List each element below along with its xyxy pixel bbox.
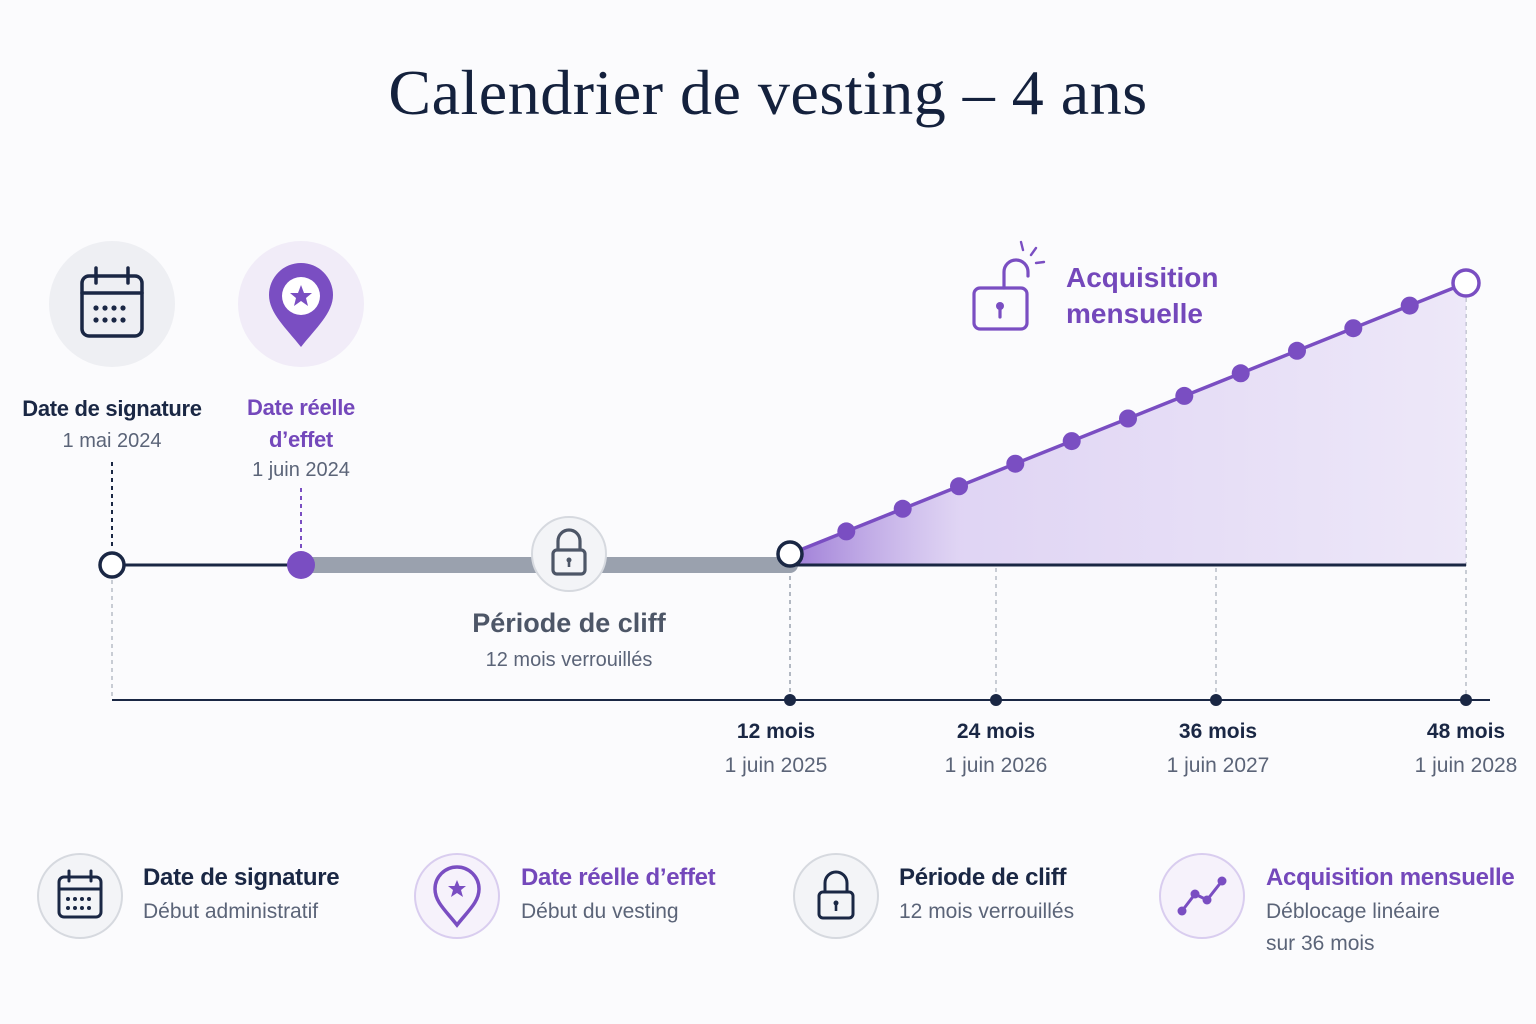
tick-months: 24 mois (956, 720, 1036, 743)
cliff-end-node (776, 540, 804, 568)
effective-title-line2: d’effet (269, 427, 333, 452)
legend-item-cliff: Période de cliff 12 mois verrouillés (899, 864, 1149, 928)
tick-dot-12 (784, 694, 796, 706)
vesting-point (1175, 386, 1194, 405)
tick-label-12: 12 mois 1 juin 2025 (696, 720, 856, 778)
tick-dot-48 (1460, 694, 1472, 706)
vesting-point (950, 477, 968, 496)
legend-sub-2: sur 36 mois (1266, 932, 1375, 955)
legend-item-acquisition: Acquisition mensuelle Déblocage linéaire… (1266, 864, 1526, 960)
vesting-point (1006, 454, 1025, 473)
cliff-label: Période de cliff 12 mois verrouillés (419, 608, 719, 672)
lock-icon (551, 528, 587, 576)
legend-item-signature: Date de signature Début administratif (143, 864, 393, 928)
cliff-lock-badge (531, 516, 607, 592)
legend-sub: Début administratif (143, 900, 319, 923)
legend-title: Date de signature (143, 864, 340, 891)
cliff-title: Période de cliff (472, 608, 666, 638)
vesting-point (893, 499, 912, 518)
acquisition-title-line1: Acquisition (1066, 262, 1219, 293)
tick-date: 1 juin 2027 (1166, 754, 1270, 777)
legend-title: Acquisition mensuelle (1266, 864, 1515, 891)
tick-dot-24 (990, 694, 1002, 706)
signature-icon-bg (49, 241, 175, 367)
signature-date: 1 mai 2024 (62, 430, 162, 452)
cliff-subtitle: 12 mois verrouillés (485, 649, 653, 671)
page-title: Calendrier de vesting – 4 ans (388, 57, 1148, 128)
tick-date: 1 juin 2025 (724, 754, 828, 777)
effective-date: 1 juin 2024 (252, 459, 350, 481)
legend-title: Période de cliff (899, 864, 1067, 891)
vesting-point (1400, 296, 1419, 315)
signature-title: Date de signature (22, 396, 202, 421)
tick-months: 48 mois (1426, 720, 1506, 743)
map-pin-star-icon (433, 865, 481, 928)
vesting-point (1119, 409, 1137, 428)
vesting-point (1288, 341, 1306, 360)
tick-dot-36 (1210, 694, 1222, 706)
legend-sub: 12 mois verrouillés (899, 900, 1075, 923)
signature-node (98, 551, 126, 579)
tick-months: 36 mois (1178, 720, 1258, 743)
acquisition-label: Acquisition mensuelle (1066, 260, 1286, 332)
tick-label-48: 48 mois 1 juin 2028 (1386, 720, 1536, 778)
legend-pin-bg (414, 853, 500, 939)
calendar-icon (80, 266, 144, 338)
trend-line-icon (1177, 876, 1227, 916)
legend-item-effective: Date réelle d’effet Début du vesting (521, 864, 781, 928)
signature-label: Date de signature 1 mai 2024 (2, 396, 222, 453)
tick-label-24: 24 mois 1 juin 2026 (916, 720, 1076, 778)
vesting-point (1062, 432, 1081, 451)
tick-date: 1 juin 2028 (1414, 754, 1518, 777)
map-pin-star-icon (269, 263, 333, 347)
vesting-end-node (1451, 268, 1481, 298)
effective-label: Date réelle d’effet 1 juin 2024 (191, 395, 411, 482)
tick-label-36: 36 mois 1 juin 2027 (1138, 720, 1298, 778)
effective-node (287, 551, 315, 579)
effective-title-line1: Date réelle (247, 395, 355, 420)
legend-sub: Déblocage linéaire (1266, 900, 1440, 923)
tick-date: 1 juin 2026 (944, 754, 1048, 777)
unlock-icon (972, 240, 1046, 331)
tick-months: 12 mois (736, 720, 816, 743)
legend-lock-bg (793, 853, 879, 939)
acquisition-title-line2: mensuelle (1066, 298, 1203, 329)
vesting-point (1231, 364, 1250, 383)
legend-title: Date réelle d’effet (521, 864, 716, 891)
legend-sub: Début du vesting (521, 900, 679, 923)
calendar-icon (57, 869, 103, 919)
legend-calendar-bg (37, 853, 123, 939)
vesting-point (837, 522, 856, 541)
vesting-points (837, 296, 1419, 541)
vesting-point (1344, 319, 1363, 338)
lock-icon (817, 870, 855, 920)
